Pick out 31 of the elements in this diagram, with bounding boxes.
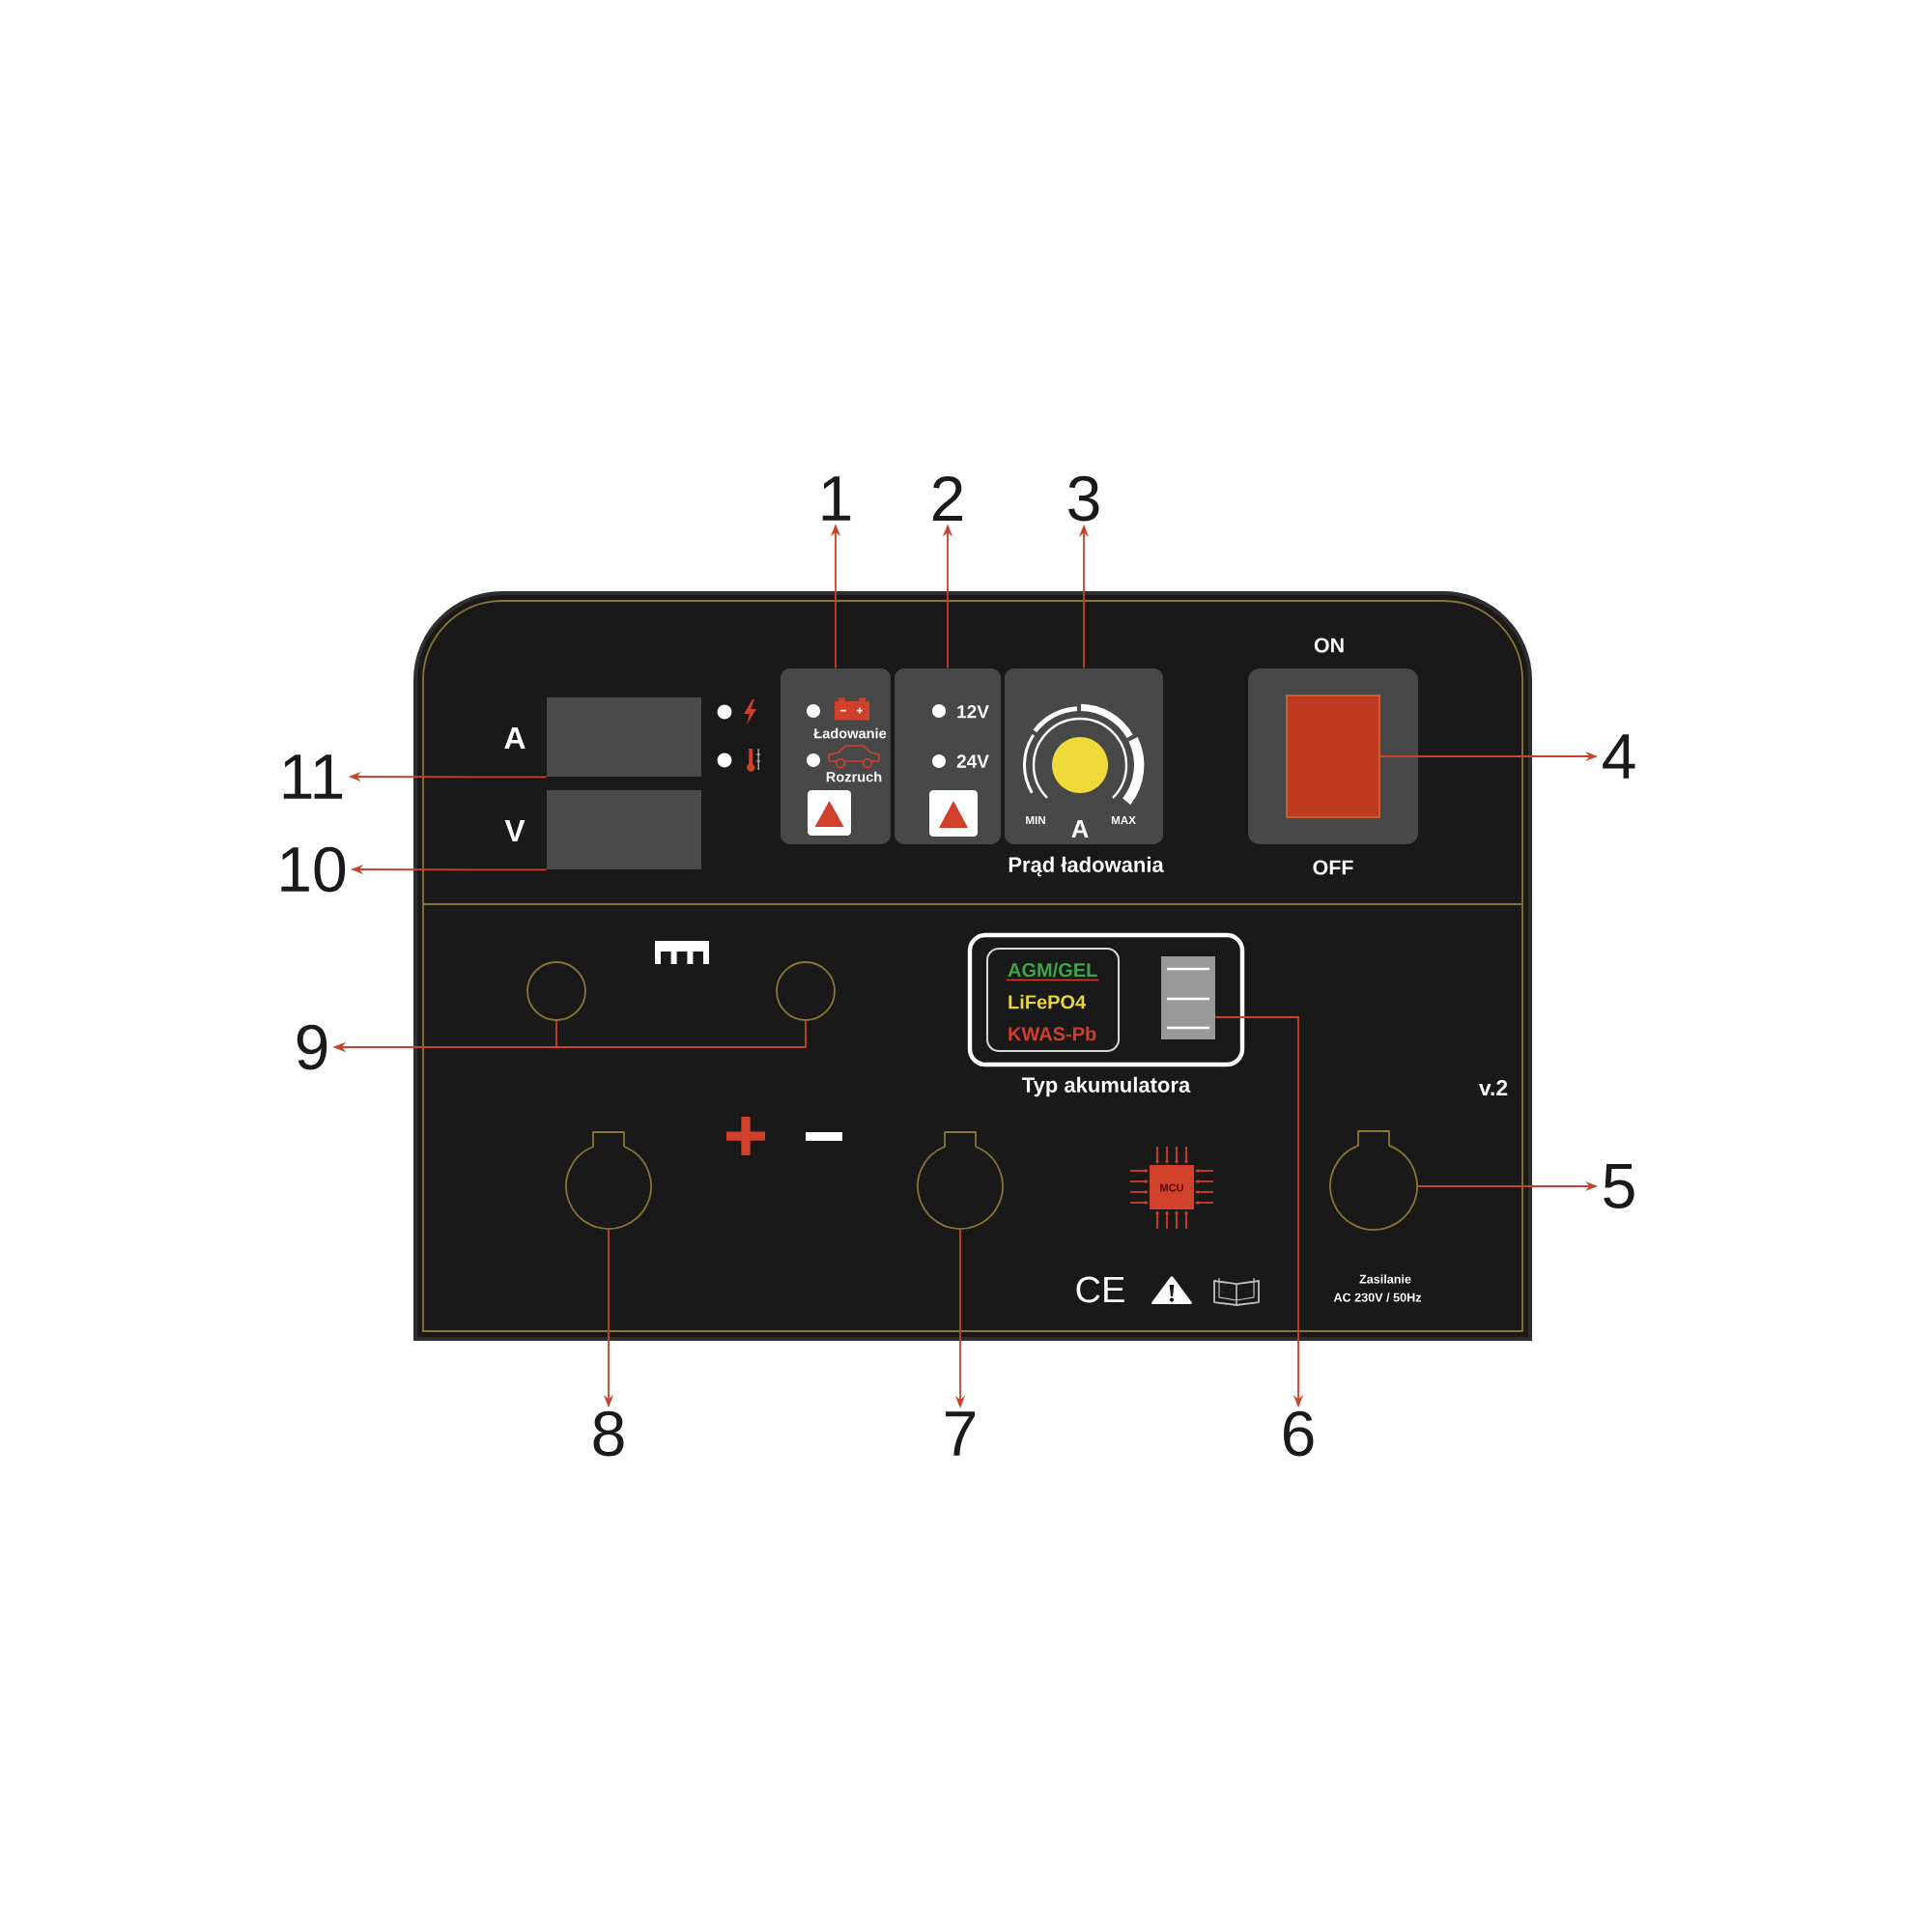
output-socket — [917, 1131, 1004, 1230]
callout-number: 6 — [1284, 1410, 1314, 1457]
slide-switch — [1161, 956, 1215, 1039]
callout-number: 11 — [283, 754, 343, 799]
callout-number: 5 — [1604, 1163, 1634, 1209]
display-letter: A — [504, 727, 526, 749]
voltage-label: 12V — [957, 704, 989, 719]
callout-number: 2 — [933, 475, 963, 522]
display-letter: V — [504, 820, 526, 841]
callout-number: 10 — [281, 846, 346, 893]
callout-number: 9 — [297, 1024, 327, 1070]
option-label: AGM/GEL — [1006, 962, 1100, 981]
callout-number: 4 — [1603, 734, 1635, 779]
round-socket — [776, 961, 836, 1021]
round-socket — [526, 961, 586, 1021]
ce-mark: CE — [1076, 1276, 1124, 1303]
version-label: v.2 — [1479, 1080, 1508, 1096]
callout-number: 8 — [593, 1410, 624, 1457]
unit-label: A — [1071, 820, 1089, 838]
switch-label: ON — [1314, 638, 1344, 653]
callout-number: 1 — [822, 476, 851, 521]
output-socket — [565, 1131, 652, 1230]
option-label: LiFePO4 — [1009, 994, 1087, 1009]
switch-label: OFF — [1313, 860, 1353, 875]
rocker-switch — [1286, 695, 1380, 818]
callout-number: 3 — [1068, 475, 1099, 522]
voltage-label: 24V — [956, 754, 989, 768]
option-label: KWAS-Pb — [1009, 1026, 1096, 1041]
callout-number: 7 — [946, 1411, 976, 1456]
panel-caption: Prąd ładowania — [1009, 856, 1164, 877]
panel-caption: Typ akumulatora — [1022, 1076, 1191, 1097]
